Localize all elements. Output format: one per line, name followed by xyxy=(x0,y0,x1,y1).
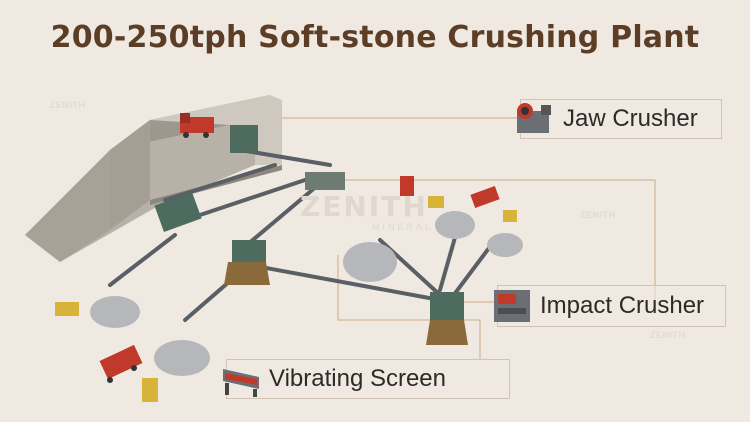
impact-crusher-icon xyxy=(494,290,530,322)
center-watermark: ZENITH xyxy=(300,190,428,223)
machines xyxy=(154,125,468,345)
jaw-crusher-machine xyxy=(230,125,258,153)
trucks xyxy=(99,176,500,383)
loader-center xyxy=(428,196,444,208)
cone-machine xyxy=(232,240,266,264)
loader-bottom xyxy=(142,378,158,402)
secondary-machine xyxy=(305,172,345,190)
vibrating-screen-text: Vibrating Screen xyxy=(269,365,446,392)
feed-platform xyxy=(25,95,282,262)
stockpiles xyxy=(90,211,523,376)
center-watermark-sub: MINERAL xyxy=(372,222,434,232)
jaw-crusher-icon xyxy=(517,103,551,133)
watermark: ZENITH xyxy=(650,330,686,340)
loaders xyxy=(55,196,517,402)
leader-line-vibrating xyxy=(337,255,481,359)
watermark: ZENITH xyxy=(580,210,616,220)
loader-right xyxy=(503,210,517,222)
jaw-crusher-text: Jaw Crusher xyxy=(563,105,698,132)
jaw-crusher-label: Jaw Crusher xyxy=(517,99,722,139)
vibrating-screen-icon xyxy=(223,369,259,397)
vibrating-feeder-machine xyxy=(154,192,202,232)
impact-crusher-label: Impact Crusher xyxy=(494,285,726,327)
vibrating-screen-label: Vibrating Screen xyxy=(223,359,510,399)
truck-center xyxy=(400,176,414,196)
watermark: ZENITH xyxy=(50,100,86,110)
truck-right xyxy=(470,185,500,209)
truck-platform xyxy=(180,113,214,138)
page-title: 200-250tph Soft-stone Crushing Plant xyxy=(50,20,700,55)
truck-left xyxy=(99,344,143,383)
loader-left xyxy=(55,302,79,316)
impact-crusher-machine xyxy=(430,292,464,320)
leader-line-impact-top xyxy=(330,179,656,300)
impact-crusher-text: Impact Crusher xyxy=(540,292,705,319)
leader-lines xyxy=(255,117,656,359)
